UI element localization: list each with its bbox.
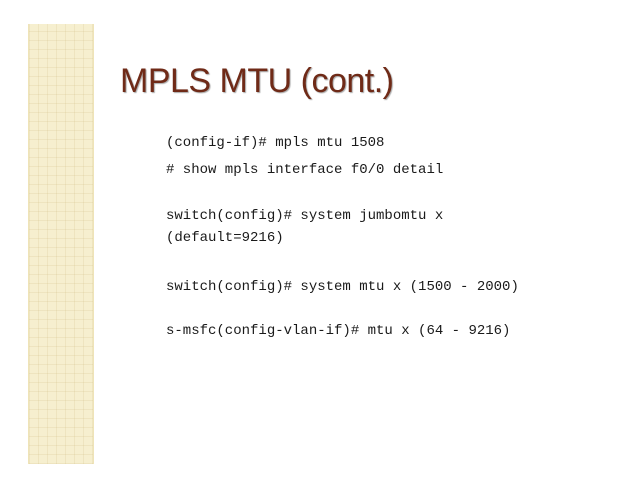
command-line-vlan-mtu: s-msfc(config-vlan-if)# mtu x (64 - 9216… xyxy=(166,323,511,339)
decorative-sidebar-strip xyxy=(28,24,94,464)
command-line-system-jumbomtu: switch(config)# system jumbomtu x xyxy=(166,208,444,224)
command-line-system-mtu: switch(config)# system mtu x (1500 - 200… xyxy=(166,279,519,295)
slide-title: MPLS MTU (cont.) xyxy=(120,62,394,100)
command-line-jumbomtu-default: (default=9216) xyxy=(166,230,284,246)
command-line-mpls-mtu: (config-if)# mpls mtu 1508 xyxy=(166,135,385,151)
command-line-show-mpls-interface: # show mpls interface f0/0 detail xyxy=(166,162,444,178)
